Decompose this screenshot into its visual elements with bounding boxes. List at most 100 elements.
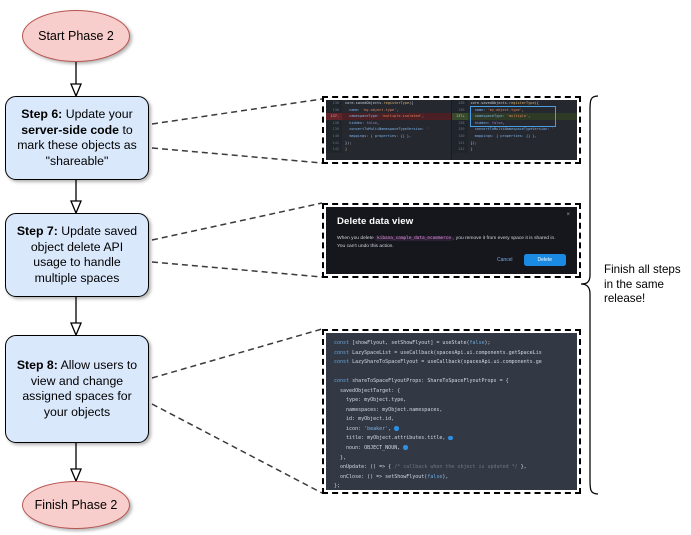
code-line: }, [334, 454, 347, 461]
diff-row: 142} [451, 146, 578, 153]
code-line: const shareToSpaceFlyoutProps: ShareToSp… [334, 378, 509, 385]
diff-row: 141}); [451, 139, 578, 147]
step-7-text: Step 7: Update saved object delete API u… [13, 224, 141, 286]
diff-line-number: 136 [451, 100, 468, 107]
code-line: type: myObject.type, [334, 397, 407, 404]
delete-modal-screenshot[interactable]: × Delete data view When you delete kiban… [322, 203, 581, 278]
code-line: onClose: () => setShowFlyout(false), [334, 473, 449, 480]
finish-node[interactable]: Finish Phase 2 [22, 481, 130, 529]
diff-line-code: name: 'my-object-type', [470, 107, 524, 112]
release-note: Finish all steps in the same release! [604, 263, 690, 307]
cancel-button[interactable]: Cancel [496, 257, 513, 263]
finish-node-label: Finish Phase 2 [34, 498, 118, 512]
diff-line-code: convertToMultiNamespaceTypeVersion: ' [470, 127, 554, 132]
diff-line-number: 136 [326, 106, 342, 114]
diff-line-code: } [345, 147, 348, 152]
diff-line-number: 137- [326, 113, 342, 120]
dialog-title: Delete data view [337, 216, 414, 227]
dialog-body-after: , you remove it from every space it is s… [337, 236, 556, 249]
step-6-box[interactable]: Step 6: Update your server-side code to … [5, 96, 149, 180]
dialog-actions: Cancel Delete [497, 254, 566, 266]
diff-line-code: namespaceType: 'multiple', [470, 114, 531, 119]
code-line: }; [334, 483, 341, 490]
code-line: const LazyShareToSpaceFlyout = useCallba… [334, 359, 542, 366]
release-note-line-1: Finish all steps [604, 263, 681, 276]
step-7-box[interactable]: Step 7: Update saved object delete API u… [5, 213, 149, 297]
step-8-body: Allow users to view and change assigned … [22, 358, 138, 419]
code-line: title: myObject.attributes.title, [334, 434, 577, 444]
code-annotation-badge [403, 445, 408, 450]
code-line: noun: OBJECT_NOUN, [334, 444, 577, 454]
step-8-box[interactable]: Step 8: Allow users to view and change a… [5, 335, 149, 443]
diff-line-number: 138 [451, 119, 468, 127]
release-note-line-3: release! [604, 292, 646, 306]
diff-line-code: } [470, 147, 473, 152]
diff-line-code: hidden: false, [345, 120, 380, 125]
diff-line-code: mappings: { properties: {} }, [470, 133, 537, 138]
diff-line-number: 140 [451, 132, 468, 140]
flyout-code-screenshot[interactable]: const [showFlyout, setShowFlyout] = useS… [322, 329, 581, 494]
diff-line-number: 137+ [451, 113, 468, 120]
code-annotation-badge [448, 435, 453, 441]
dialog-body: When you delete kibana_sample_data_ecomm… [337, 235, 562, 250]
step-8-text: Step 8: Allow users to view and change a… [13, 358, 141, 420]
close-icon[interactable]: × [566, 212, 570, 218]
diff-row: 140 mappings: { properties: {} }, [451, 132, 578, 140]
step-6-prefix: Step 6: [21, 107, 63, 121]
diff-line-code: core.savedObjects.registerType({ [345, 101, 414, 105]
diff-line-number: 139 [326, 126, 342, 133]
diff-row: 136 name: 'my-object-type', [451, 106, 578, 114]
diff-line-code: }); [470, 140, 477, 145]
code-line: icon: 'beaker', [334, 425, 577, 435]
step-6-emphasis: server-side code [21, 122, 120, 137]
diff-line-number: 142 [326, 146, 342, 153]
diff-row: 139 convertToMultiNamespaceTypeVersion: … [326, 126, 451, 133]
diff-row: 137+ namespaceType: 'multiple', [451, 113, 577, 120]
code-line [334, 368, 577, 378]
start-node-label: Start Phase 2 [38, 29, 114, 43]
code-line: id: myObject.id, [334, 416, 395, 423]
diff-line-code: }); [345, 140, 352, 145]
code-line: const [showFlyout, setShowFlyout] = useS… [334, 340, 491, 346]
code-line: namespaces: myObject.namespaces, [334, 406, 443, 413]
diff-row: 141}); [326, 139, 451, 147]
delete-data-view-dialog: × Delete data view When you delete kiban… [326, 207, 577, 274]
step-7-prefix: Step 7: [16, 224, 58, 238]
diff-row: 137- namespaceType: 'multiple-isolated', [326, 113, 451, 120]
step-7-body: Update saved object delete API usage to … [30, 224, 138, 285]
diff-line-number: 140 [326, 132, 342, 140]
diff-row: 140 mappings: { properties: {} }, [326, 132, 451, 140]
dialog-object-name: kibana_sample_data_ecommerce [375, 236, 454, 241]
diff-line-number: 136 [451, 106, 468, 114]
diff-line-number: 141 [326, 139, 342, 147]
diff-line-number: 138 [326, 119, 342, 127]
diff-line-number: 142 [451, 146, 468, 153]
flyout-code-block: const [showFlyout, setShowFlyout] = useS… [326, 333, 577, 490]
start-node[interactable]: Start Phase 2 [22, 10, 130, 62]
diff-line-code: namespaceType: 'multiple-isolated', [345, 114, 425, 119]
diff-line-code: mappings: { properties: {} }, [345, 133, 412, 138]
diff-row: 138 hidden: false, [451, 119, 578, 127]
delete-button[interactable]: Delete [523, 254, 566, 266]
diff-row: 136 name: 'my-object-type', [326, 106, 451, 114]
diff-line-number: 139 [451, 126, 468, 133]
code-line: savedObjectTarget: { [334, 387, 401, 394]
step-6-text: Step 6: Update your server-side code to … [13, 107, 141, 169]
code-line: onUpdate: () => { /* callback when the o… [334, 464, 527, 471]
diff-row: 142} [326, 146, 451, 153]
diff-line-code: hidden: false, [470, 120, 505, 125]
step-6-body-b: to mark these objects as "shareable" [17, 122, 137, 168]
code-annotation-badge [394, 426, 399, 431]
diff-line-number: 136 [326, 100, 342, 107]
dialog-body-before: When you delete [337, 236, 376, 241]
diff-row: 139 convertToMultiNamespaceTypeVersion: … [451, 126, 578, 133]
code-line: const LazySpaceList = useCallback(spaces… [334, 349, 542, 356]
release-note-line-2: in the same [604, 277, 664, 291]
